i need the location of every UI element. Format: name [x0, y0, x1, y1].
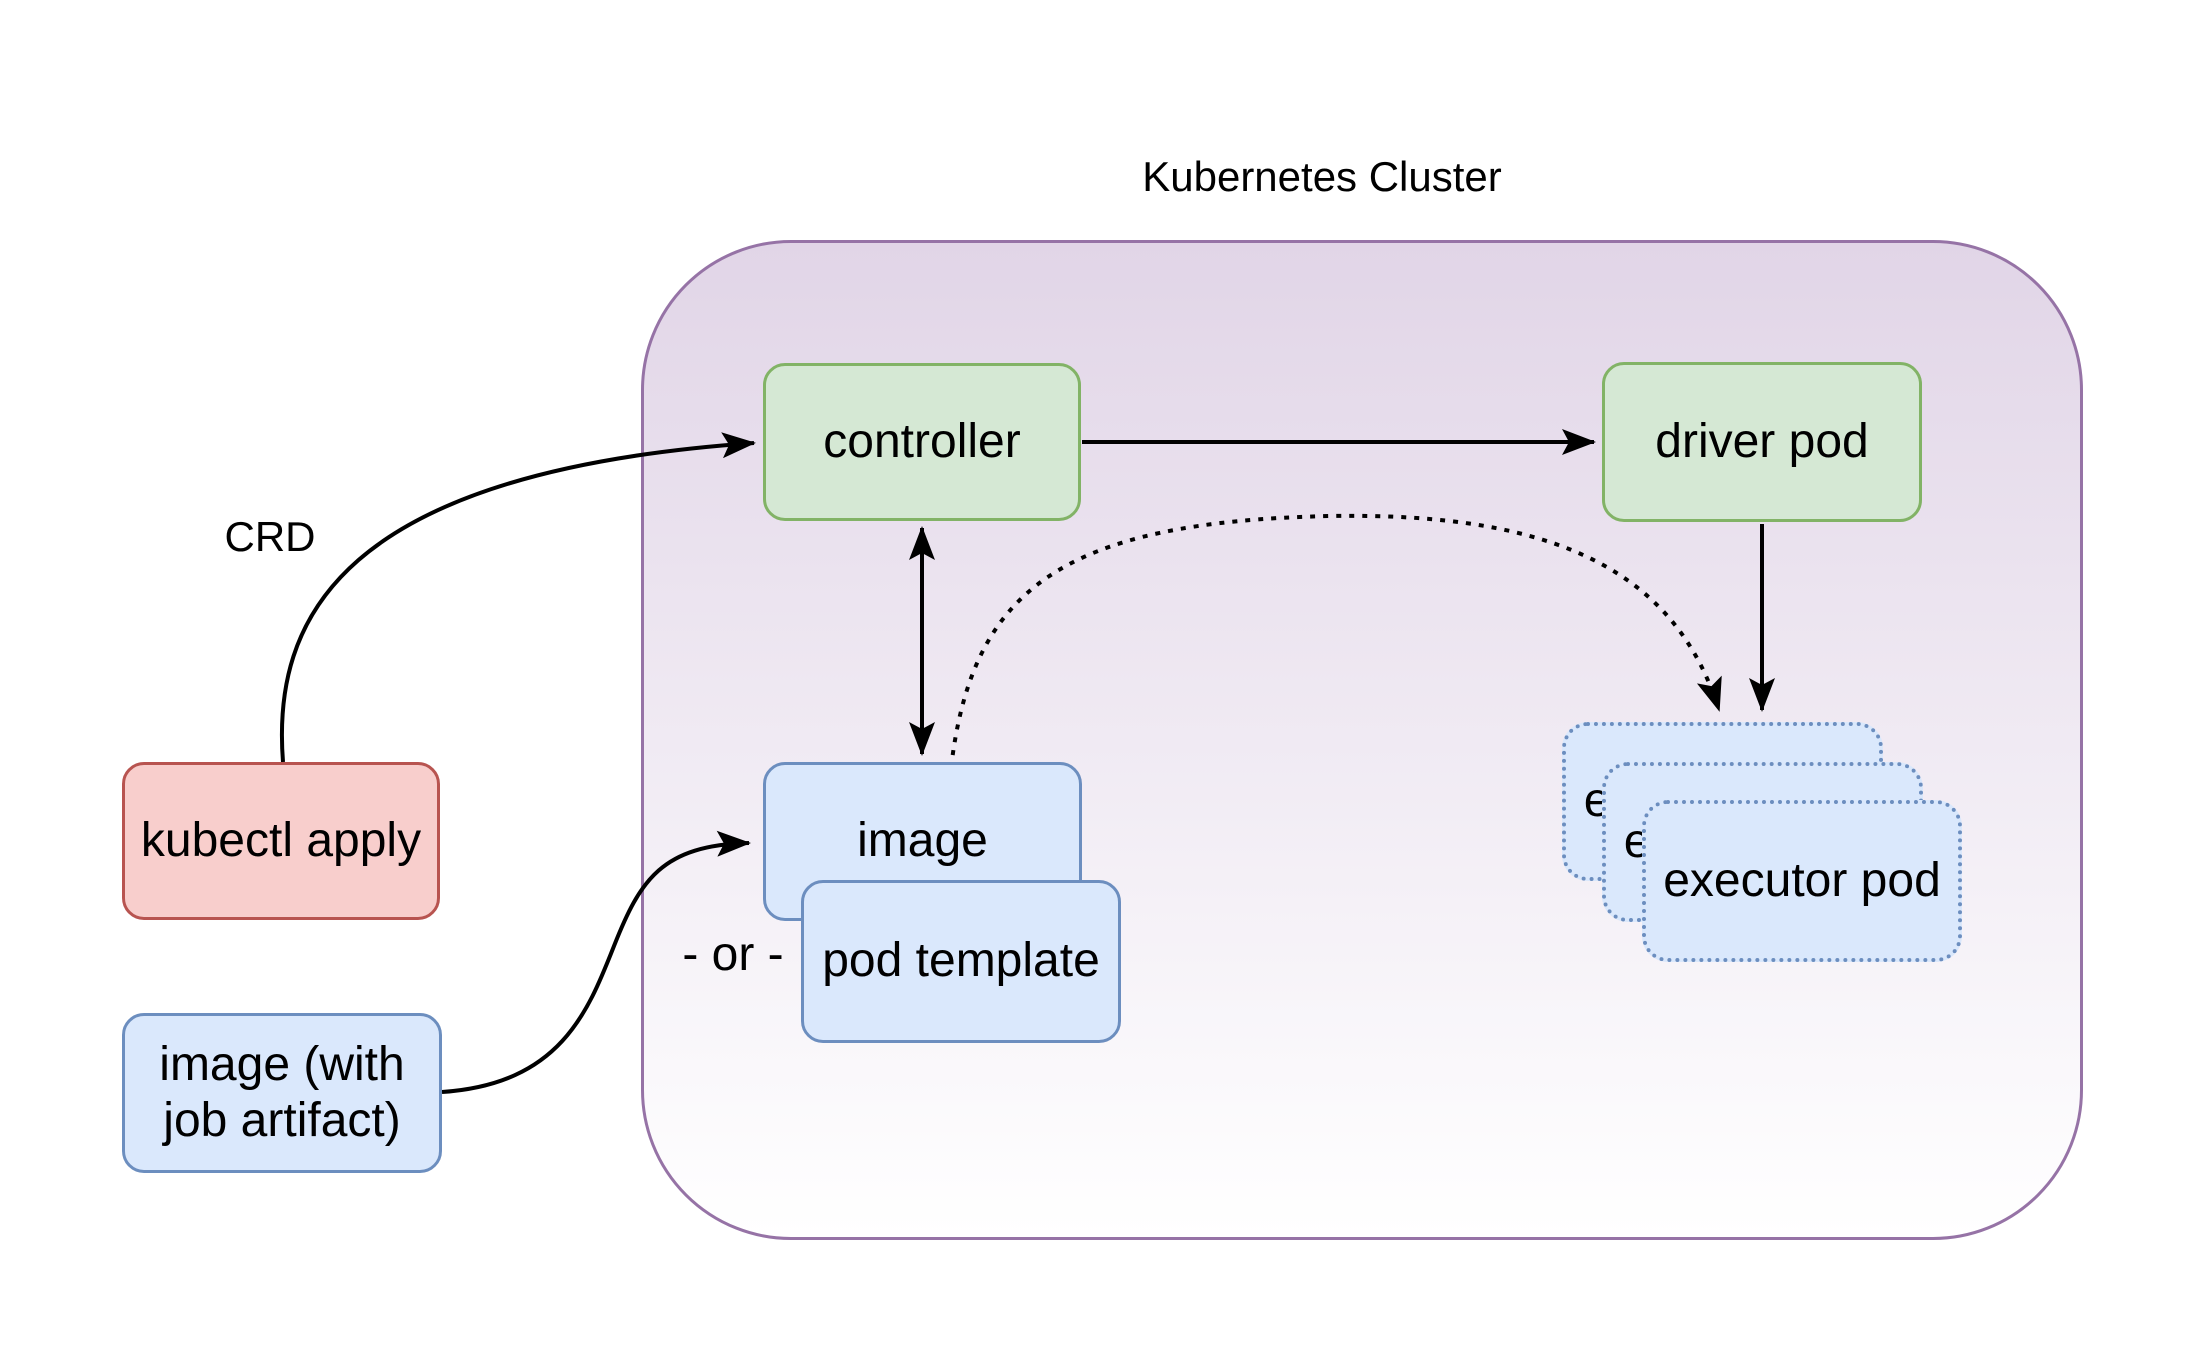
executor-pod-box-front: executor pod	[1642, 800, 1962, 962]
driver-pod-label: driver pod	[1655, 414, 1869, 468]
pod-template-label: pod template	[822, 934, 1100, 988]
kubectl-apply-label: kubectl apply	[140, 813, 422, 867]
image-label: image	[857, 814, 988, 868]
cluster-title: Kubernetes Cluster	[1142, 153, 1502, 200]
image-with-artifact-box: image (with job artifact)	[122, 1013, 442, 1173]
kubectl-apply-box: kubectl apply	[122, 762, 440, 920]
controller-label: controller	[823, 414, 1021, 468]
controller-box: controller	[763, 363, 1081, 521]
image-with-artifact-label: image (with job artifact)	[159, 1037, 405, 1147]
or-divider-label: - or -	[682, 928, 784, 981]
crd-edge-label: CRD	[224, 513, 316, 560]
pod-template-box: pod template	[801, 880, 1121, 1043]
executor-pod-label-front: executor pod	[1663, 853, 1941, 907]
driver-pod-box: driver pod	[1602, 362, 1922, 522]
